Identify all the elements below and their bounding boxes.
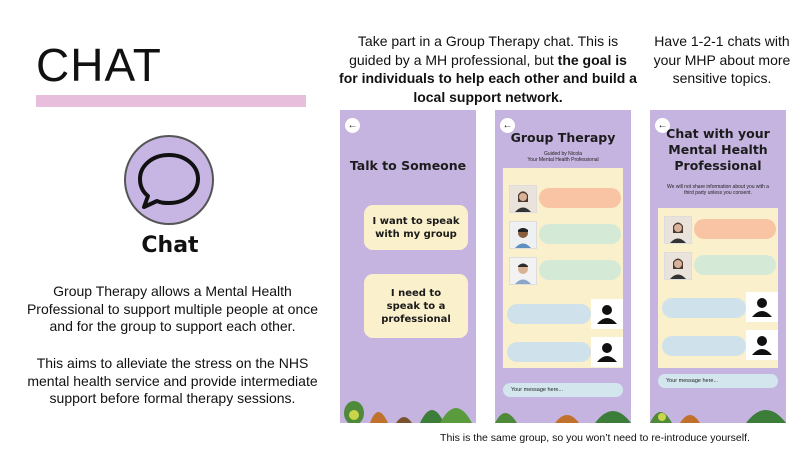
title-underline-bar xyxy=(36,95,306,107)
chat-bubble xyxy=(662,298,746,318)
chat-panel xyxy=(658,208,778,368)
foliage-decoration xyxy=(495,411,631,423)
foliage-decoration xyxy=(650,410,786,423)
member-avatar xyxy=(509,257,537,285)
same-group-caption: This is the same group, so you won’t nee… xyxy=(440,432,750,444)
screen-title: Group Therapy xyxy=(510,130,616,145)
group-chat-description: Take part in a Group Therapy chat. This … xyxy=(338,32,638,106)
chat-bubble xyxy=(539,260,621,280)
guided-by-text: Guided by Nicola xyxy=(543,151,583,157)
chat-bubble xyxy=(694,255,776,275)
chat-icon-label: Chat xyxy=(141,233,199,258)
nhs-stress-description: This aims to alleviate the stress on the… xyxy=(27,355,318,406)
message-input[interactable]: Your message here... xyxy=(503,383,623,397)
chat-bubble xyxy=(507,342,591,362)
group-therapy-description: Group Therapy allows a Mental Health Pro… xyxy=(26,283,319,334)
chat-panel xyxy=(503,168,623,368)
chat-bubble-icon xyxy=(124,135,214,225)
speak-to-professional-button[interactable]: I need to speak to a professional xyxy=(364,274,468,338)
chat-bubble xyxy=(694,219,776,239)
message-input[interactable]: Your message here... xyxy=(658,374,778,388)
group-therapy-screen: ← Group Therapy Guided by Nicola Your Me… xyxy=(495,110,631,423)
screen-title: Talk to Someone xyxy=(349,158,467,173)
chat-with-mhp-screen: ← Chat with your Mental Health Professio… xyxy=(650,110,786,423)
guided-role-text: Your Mental Health Professional xyxy=(527,157,599,163)
member-avatar xyxy=(509,221,537,249)
privacy-notice: We will not share information about you … xyxy=(667,184,769,196)
chat-bubble xyxy=(662,336,746,356)
user-silhouette-icon xyxy=(591,337,623,367)
back-arrow-icon[interactable]: ← xyxy=(655,118,670,133)
user-silhouette-icon xyxy=(746,292,778,322)
back-arrow-icon[interactable]: ← xyxy=(345,118,360,133)
speak-with-group-button[interactable]: I want to speak with my group xyxy=(364,205,468,250)
back-arrow-icon[interactable]: ← xyxy=(500,118,515,133)
user-silhouette-icon xyxy=(746,330,778,360)
mhp-avatar xyxy=(664,216,692,244)
chat-bubble xyxy=(507,304,591,324)
mhp-avatar xyxy=(664,252,692,280)
page-title: CHAT xyxy=(36,39,162,91)
talk-to-someone-screen: ← Talk to Someone I want to speak with m… xyxy=(340,110,476,423)
group-chat-goal: the goal is for individuals to help each… xyxy=(339,51,637,105)
chat-bubble xyxy=(539,224,621,244)
foliage-decoration xyxy=(344,401,472,423)
chat-bubble xyxy=(539,188,621,208)
user-silhouette-icon xyxy=(591,299,623,329)
group-chat-intro: Take part in a Group Therapy chat. This … xyxy=(349,33,619,68)
member-avatar xyxy=(509,185,537,213)
screen-title: Chat with your Mental Health Professiona… xyxy=(666,126,770,173)
one-to-one-description: Have 1-2-1 chats with your MHP about mor… xyxy=(653,33,791,86)
